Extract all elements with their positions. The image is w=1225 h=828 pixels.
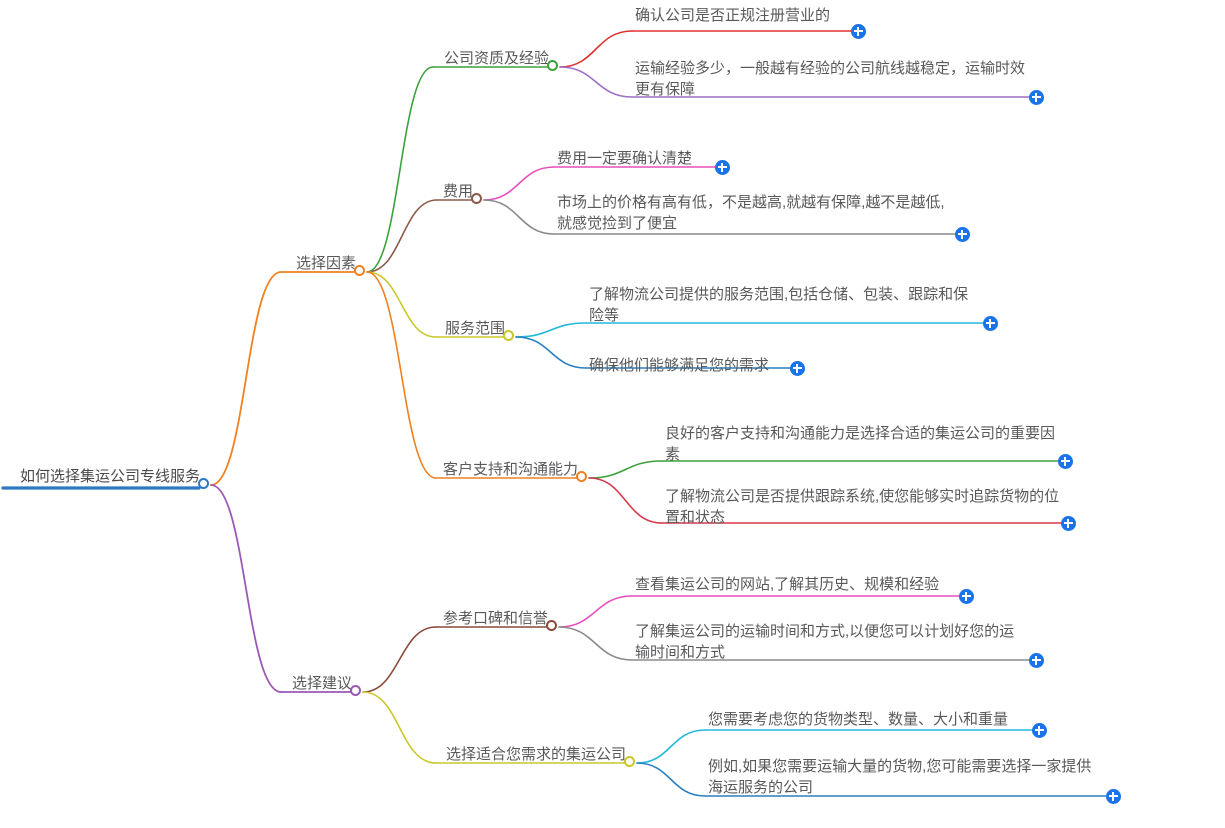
root-node-label[interactable]: 如何选择集运公司专线服务 <box>19 468 200 485</box>
leaf-node-text[interactable]: 了解集运公司的运输时间和方式,以便您可以计划好您的运输时间和方式 <box>635 623 1015 662</box>
leaf-node-text[interactable]: 费用一定要确认清楚 <box>557 150 693 167</box>
subtopic-node-label[interactable]: 选择适合您需求的集运公司 <box>445 746 626 763</box>
leaf-node-text[interactable]: 确认公司是否正规注册营业的 <box>635 7 831 24</box>
subtopic-node-handle[interactable] <box>470 192 482 204</box>
subtopic-node-handle[interactable] <box>623 755 635 767</box>
expand-plus-icon[interactable] <box>1028 89 1044 105</box>
expand-plus-icon[interactable] <box>982 315 998 331</box>
leaf-node-text[interactable]: 良好的客户支持和沟通能力是选择合适的集运公司的重要因素 <box>665 425 1056 464</box>
branch-node-handle[interactable] <box>349 684 361 696</box>
expand-plus-icon[interactable] <box>1060 515 1076 531</box>
leaf-node-text[interactable]: 您需要考虑您的货物类型、数量、大小和重量 <box>708 711 1009 728</box>
subtopic-node-handle[interactable] <box>546 59 558 71</box>
connector-path <box>483 199 555 235</box>
connector-path <box>588 460 663 479</box>
expand-plus-icon[interactable] <box>958 588 974 604</box>
connector-path <box>366 271 437 338</box>
expand-plus-icon[interactable] <box>1028 652 1044 668</box>
expand-plus-icon[interactable] <box>850 23 866 39</box>
connector-path <box>558 595 633 628</box>
connector-path <box>515 336 587 369</box>
subtopic-node-handle[interactable] <box>502 329 514 341</box>
subtopic-node-label[interactable]: 参考口碑和信誉 <box>442 610 548 627</box>
connector-path <box>362 626 437 693</box>
connector-path <box>558 626 633 661</box>
branch-node-label[interactable]: 选择建议 <box>291 675 352 692</box>
branch-node-handle[interactable] <box>353 264 365 276</box>
subtopic-node-label[interactable]: 服务范围 <box>444 320 505 337</box>
subtopic-node-label[interactable]: 公司资质及经验 <box>443 50 549 67</box>
connector-path <box>362 691 437 764</box>
connector-path <box>559 30 633 68</box>
leaf-node-text[interactable]: 查看集运公司的网站,了解其历史、规模和经验 <box>635 576 940 593</box>
subtopic-node-label[interactable]: 费用 <box>442 183 473 200</box>
connector-path <box>483 166 555 201</box>
expand-plus-icon[interactable] <box>1057 453 1073 469</box>
expand-plus-icon[interactable] <box>1031 722 1047 738</box>
connector-path <box>636 762 706 797</box>
root-node-handle[interactable] <box>197 477 209 489</box>
leaf-node-text[interactable]: 了解物流公司是否提供跟踪系统,使您能够实时追踪货物的位置和状态 <box>665 488 1060 527</box>
connector-path <box>366 66 434 273</box>
connector-path <box>588 477 663 524</box>
expand-plus-icon[interactable] <box>1105 788 1121 804</box>
expand-plus-icon[interactable] <box>714 159 730 175</box>
subtopic-node-label[interactable]: 客户支持和沟通能力 <box>442 461 578 478</box>
expand-plus-icon[interactable] <box>954 226 970 242</box>
connector-path <box>515 322 587 338</box>
connector-path <box>366 271 437 479</box>
connector-path <box>210 484 282 693</box>
branch-node-label[interactable]: 选择因素 <box>295 255 356 272</box>
leaf-node-text[interactable]: 了解物流公司提供的服务范围,包括仓储、包装、跟踪和保险等 <box>589 286 969 325</box>
leaf-node-text[interactable]: 运输经验多少，一般越有经验的公司航线越稳定，运输时效更有保障 <box>635 60 1026 99</box>
connector-path <box>636 729 706 764</box>
connector-path <box>210 271 282 486</box>
subtopic-node-handle[interactable] <box>575 470 587 482</box>
leaf-node-text[interactable]: 例如,如果您需要运输大量的货物,您可能需要选择一家提供海运服务的公司 <box>708 758 1092 797</box>
subtopic-node-handle[interactable] <box>545 619 557 631</box>
expand-plus-icon[interactable] <box>789 360 805 376</box>
connector-path <box>559 66 633 98</box>
leaf-node-text[interactable]: 市场上的价格有高有低，不是越高,就越有保障,越不是越低,就感觉捡到了便宜 <box>557 194 945 233</box>
connector-path <box>366 199 438 273</box>
leaf-node-text[interactable]: 确保他们能够满足您的需求 <box>589 357 770 374</box>
